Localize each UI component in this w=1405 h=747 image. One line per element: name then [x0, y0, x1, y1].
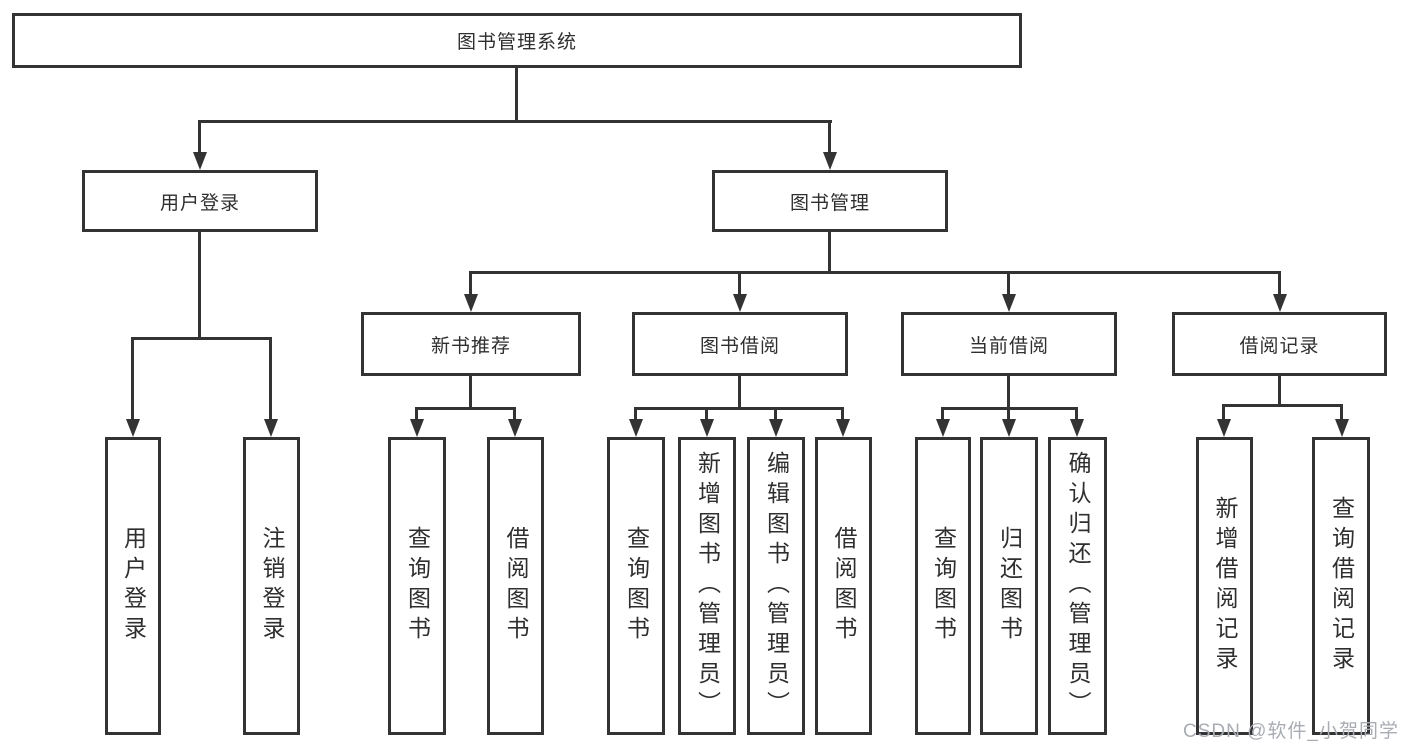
arrow-down-icon [410, 419, 424, 437]
arrow-down-icon [769, 419, 783, 437]
connector-line [634, 407, 637, 421]
arrow-down-icon [733, 294, 747, 312]
connector-line [841, 407, 844, 421]
arrow-down-icon [629, 419, 643, 437]
node-current-borrowing-label: 当前借阅 [968, 335, 1049, 357]
connector-line [1007, 376, 1010, 407]
node-user-login-label: 用户登录 [159, 192, 240, 214]
connector-line [828, 232, 831, 271]
leaf-recommend-borrow-books: 借阅图书 [487, 437, 544, 735]
arrow-down-icon [126, 419, 140, 437]
connector-line [1278, 271, 1281, 296]
leaf-borrow-query-books: 查询图书 [607, 437, 665, 735]
connector-line [415, 407, 418, 421]
node-borrowing-records-label: 借阅记录 [1239, 335, 1320, 357]
leaf-confirm-return-admin: 确认归还（管理员） [1048, 437, 1107, 735]
watermark: CSDN @软件_小贺同学 [1183, 721, 1399, 742]
connector-line [269, 337, 272, 421]
connector-line [469, 376, 472, 407]
connector-line [738, 271, 741, 296]
leaf-add-books-admin-label: 新增图书（管理员） [694, 451, 721, 721]
arrow-down-icon [1217, 419, 1231, 437]
node-root-label: 图书管理系统 [456, 32, 577, 53]
connector-line [415, 407, 516, 410]
node-book-management-label: 图书管理 [789, 192, 870, 214]
node-new-book-recommendation: 新书推荐 [361, 312, 581, 376]
connector-line [634, 407, 844, 410]
leaf-return-books-label: 归还图书 [996, 526, 1023, 646]
connector-line [198, 120, 201, 154]
leaf-recommend-query-books: 查询图书 [388, 437, 446, 735]
connector-line [513, 407, 516, 421]
connector-line [705, 407, 708, 421]
leaf-user-login: 用户登录 [105, 437, 161, 735]
connector-line [1340, 404, 1343, 421]
leaf-confirm-return-admin-label: 确认归还（管理员） [1065, 451, 1091, 721]
node-user-login: 用户登录 [82, 170, 318, 232]
leaf-logout-label: 注销登录 [259, 526, 285, 646]
leaf-return-books: 归还图书 [980, 437, 1038, 735]
leaf-add-borrow-record-label: 新增借阅记录 [1212, 496, 1238, 676]
node-current-borrowing: 当前借阅 [901, 312, 1117, 376]
connector-line [941, 407, 944, 421]
arrow-down-icon [836, 419, 850, 437]
connector-line [1222, 404, 1343, 407]
leaf-edit-books-admin-label: 编辑图书（管理员） [763, 451, 790, 721]
arrow-down-icon [1070, 419, 1084, 437]
leaf-add-books-admin: 新增图书（管理员） [678, 437, 736, 735]
leaf-add-borrow-record: 新增借阅记录 [1196, 437, 1253, 735]
arrow-down-icon [193, 152, 207, 170]
arrow-down-icon [1002, 419, 1016, 437]
arrow-down-icon [1335, 419, 1349, 437]
arrow-down-icon [700, 419, 714, 437]
connector-line [1007, 271, 1010, 296]
connector-line [469, 271, 1281, 274]
node-borrowing-records: 借阅记录 [1172, 312, 1387, 376]
connector-line [1007, 407, 1010, 421]
arrow-down-icon [1002, 294, 1016, 312]
arrow-down-icon [464, 294, 478, 312]
connector-line [131, 337, 272, 340]
leaf-query-borrow-record-label: 查询借阅记录 [1328, 496, 1355, 676]
connector-line [198, 232, 201, 337]
connector-line [1222, 404, 1225, 421]
connector-line [1075, 407, 1078, 421]
arrow-down-icon [508, 419, 522, 437]
connector-line [469, 271, 472, 296]
leaf-logout: 注销登录 [243, 437, 300, 735]
connector-line [774, 407, 777, 421]
connector-line [828, 120, 831, 154]
leaf-edit-books-admin: 编辑图书（管理员） [747, 437, 805, 735]
arrow-down-icon [1273, 294, 1287, 312]
connector-line [198, 120, 832, 123]
connector-line [131, 337, 134, 421]
node-book-borrowing-label: 图书借阅 [699, 335, 780, 357]
leaf-recommend-borrow-books-label: 借阅图书 [503, 526, 529, 646]
arrow-down-icon [936, 419, 950, 437]
node-new-book-recommendation-label: 新书推荐 [430, 335, 511, 357]
node-root: 图书管理系统 [12, 13, 1022, 68]
leaf-user-login-label: 用户登录 [120, 526, 147, 646]
connector-line [738, 376, 741, 407]
arrow-down-icon [823, 152, 837, 170]
arrow-down-icon [264, 419, 278, 437]
leaf-borrow-books-label: 借阅图书 [831, 526, 857, 646]
leaf-borrow-query-books-label: 查询图书 [623, 526, 650, 646]
leaf-current-query-books-label: 查询图书 [930, 526, 957, 646]
connector-line [1278, 376, 1281, 404]
leaf-recommend-query-books-label: 查询图书 [404, 526, 431, 646]
connector-line [515, 68, 518, 120]
leaf-query-borrow-record: 查询借阅记录 [1312, 437, 1370, 735]
node-book-borrowing: 图书借阅 [632, 312, 848, 376]
leaf-borrow-books: 借阅图书 [815, 437, 872, 735]
node-book-management: 图书管理 [712, 170, 948, 232]
leaf-current-query-books: 查询图书 [915, 437, 971, 735]
